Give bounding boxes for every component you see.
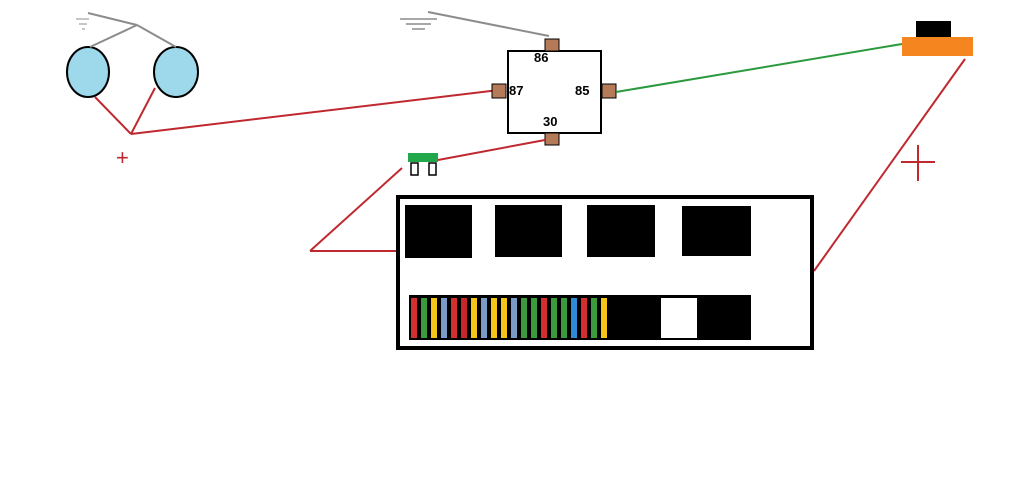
- relay-30-wire: [437, 139, 546, 161]
- switch: [902, 21, 973, 56]
- relay-label-85: 85: [575, 83, 589, 98]
- mini-fuse: [541, 298, 547, 338]
- headlamps: [66, 46, 199, 98]
- relay-pin-86: [544, 38, 560, 52]
- lamp-positive-wires: [94, 87, 500, 135]
- lamp-ground-wires: [87, 12, 177, 48]
- mini-fuse: [571, 298, 577, 338]
- switch-button: [916, 21, 951, 37]
- plus-sign-battery: [901, 145, 935, 181]
- mini-fuse: [521, 298, 527, 338]
- relay-label-87: 87: [509, 83, 523, 98]
- relay-label-30: 30: [543, 114, 557, 129]
- fuse-green-body: [408, 153, 438, 162]
- fuse-strip-fuses: [411, 298, 607, 338]
- inline-fuse: [408, 153, 438, 176]
- control-wire: [615, 43, 903, 93]
- fuse-box-relay-3: [587, 205, 655, 257]
- relay-pin-87: [491, 83, 507, 99]
- fuse-to-box-wire: [309, 167, 403, 252]
- fuse-leg-left: [410, 162, 419, 176]
- mini-fuse: [491, 298, 497, 338]
- relay: 86 87 85 30: [491, 38, 617, 146]
- ground-symbol-lamps: [76, 18, 89, 30]
- plus-sign-lamps: +: [116, 145, 129, 170]
- mini-fuse: [511, 298, 517, 338]
- fuse-box-relay-2: [495, 205, 562, 257]
- mini-fuse: [411, 298, 417, 338]
- headlamp-left: [66, 46, 110, 98]
- battery-positive-wire: [813, 58, 966, 272]
- mini-fuse: [481, 298, 487, 338]
- relay-pin-85: [601, 83, 617, 99]
- fuse-leg-right: [428, 162, 437, 176]
- mini-fuse: [471, 298, 477, 338]
- mini-fuse: [431, 298, 437, 338]
- mini-fuse: [441, 298, 447, 338]
- relay-label-86: 86: [534, 50, 548, 65]
- fuse-box: [396, 195, 814, 350]
- mini-fuse: [501, 298, 507, 338]
- mini-fuse: [461, 298, 467, 338]
- mini-fuse: [591, 298, 597, 338]
- mini-fuse: [421, 298, 427, 338]
- mini-fuse: [531, 298, 537, 338]
- mini-fuse: [551, 298, 557, 338]
- fuse-box-relay-4: [682, 206, 751, 256]
- headlamp-right: [153, 46, 199, 98]
- relay-pin-30: [544, 132, 560, 146]
- mini-fuse: [601, 298, 607, 338]
- fuse-strip-empty-slot: [661, 298, 697, 338]
- fuse-strip: [409, 295, 751, 340]
- mini-fuse: [451, 298, 457, 338]
- switch-body: [902, 37, 973, 56]
- ground-symbol-relay: [400, 11, 550, 37]
- mini-fuse: [561, 298, 567, 338]
- mini-fuse: [581, 298, 587, 338]
- fuse-box-relay-1: [405, 205, 472, 258]
